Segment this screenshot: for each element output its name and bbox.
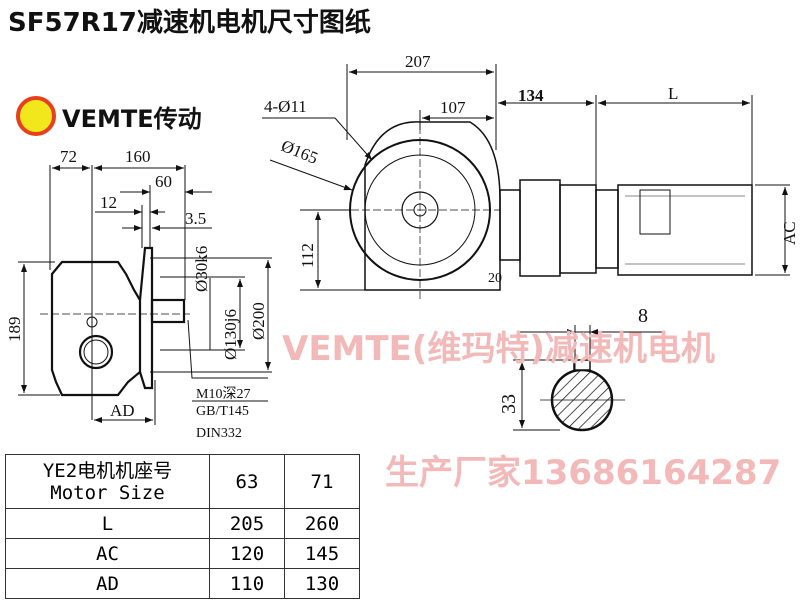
cell: 120 — [209, 538, 285, 569]
note-din332: DIN332 — [196, 426, 242, 441]
row-label: AC — [5, 538, 210, 569]
table-row: L 205 260 — [5, 508, 360, 539]
dim-33: 33 — [498, 394, 520, 414]
shaft-key-section — [513, 325, 663, 432]
dim-d200: Ø200 — [249, 302, 268, 340]
holes-4-d11: 4-Ø11 — [264, 97, 307, 116]
cell: 205 — [209, 508, 285, 539]
dim-160: 160 — [125, 147, 151, 166]
dim-d165: Ø165 — [279, 136, 321, 168]
column-header: 71 — [284, 454, 360, 509]
column-header: 63 — [209, 454, 285, 509]
dim-189: 189 — [5, 317, 24, 343]
front-view — [340, 115, 753, 300]
dim-12: 12 — [100, 193, 117, 212]
dim-d30: Ø30k6 — [192, 246, 211, 292]
page-title: SF57R17减速机电机尺寸图纸 — [8, 8, 371, 38]
table-row: AC 120 145 — [5, 538, 360, 569]
side-dimensions — [18, 165, 272, 425]
dim-8: 8 — [638, 305, 648, 327]
dim-3-5: 3.5 — [185, 209, 206, 228]
dim-l: L — [668, 84, 678, 103]
dim-112: 112 — [298, 243, 317, 268]
front-dimensions — [262, 64, 790, 291]
header-cn: YE2电机机座号 — [42, 459, 173, 482]
side-view — [40, 246, 190, 397]
row-label: L — [5, 508, 210, 539]
watermark-line-1: VEMTE(维玛特)减速机电机 — [282, 329, 715, 369]
watermark-line-2: 生产厂家13686164287 — [385, 453, 781, 493]
logo-mark-icon — [16, 96, 56, 136]
dim-d130: Ø130j6 — [221, 309, 240, 360]
note-gbt145: GB/T145 — [196, 404, 249, 419]
dim-134: 134 — [518, 86, 544, 105]
dim-72: 72 — [60, 147, 77, 166]
dim-60: 60 — [155, 172, 172, 191]
logo-text: VEMTE传动 — [62, 104, 202, 133]
cell: 130 — [284, 568, 360, 599]
header-en: Motor Size — [50, 481, 165, 504]
cell: 110 — [209, 568, 285, 599]
dim-ac: AC — [780, 221, 799, 245]
dim-ad: AD — [110, 401, 135, 420]
row-label: AD — [5, 568, 210, 599]
dim-20: 20 — [488, 271, 502, 286]
table-row: AD 110 130 — [5, 568, 360, 599]
dim-207: 207 — [405, 52, 431, 71]
note-m10: M10深27 — [196, 386, 250, 402]
cell: 145 — [284, 538, 360, 569]
dim-107: 107 — [440, 98, 466, 117]
brand-logo: VEMTE传动 — [16, 96, 202, 136]
cell: 260 — [284, 508, 360, 539]
